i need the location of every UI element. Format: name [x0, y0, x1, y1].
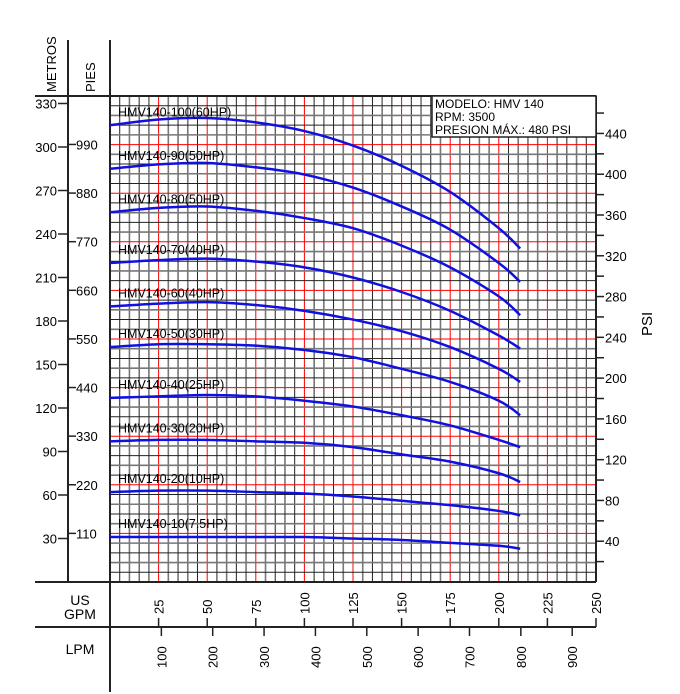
metros-axis-label: METROS	[44, 36, 59, 92]
psi-tick-label: 40	[605, 534, 619, 549]
feet-tick-label: 330	[76, 429, 98, 444]
curve-label: HMV140-10(7.5HP)	[118, 517, 228, 531]
psi-tick-label: 240	[605, 330, 627, 345]
meter-tick-label: 150	[35, 358, 57, 373]
info-box-line: PRESION MÁX.: 480 PSI	[435, 122, 571, 137]
meter-tick-label: 30	[43, 532, 57, 547]
meter-tick-label: 90	[43, 445, 57, 460]
pump-curve-line	[110, 535, 521, 550]
psi-tick-label: 200	[605, 371, 627, 386]
pump-curve-line	[109, 116, 522, 250]
psi-tick-label: 80	[605, 493, 619, 508]
meter-tick-label: 240	[35, 227, 57, 242]
meter-tick-label: 60	[43, 488, 57, 503]
lpm-tick-label: 400	[308, 646, 323, 668]
psi-tick-label: 120	[605, 453, 627, 468]
lpm-tick-label: 900	[565, 646, 580, 668]
psi-tick-label: 440	[605, 126, 627, 141]
curve-label: HMV140-90(50HP)	[118, 149, 224, 163]
pump-curve-line	[109, 161, 522, 283]
meter-tick-label: 300	[35, 140, 57, 155]
gpm-tick-label: 225	[540, 592, 555, 614]
gpm-tick-label: 75	[249, 600, 264, 614]
feet-tick-label: 550	[76, 332, 98, 347]
pump-curve-line	[109, 342, 521, 417]
gpm-tick-label: 250	[589, 592, 604, 614]
lpm-tick-label: 800	[514, 646, 529, 668]
info-box	[431, 95, 597, 138]
lpm-tick-label: 600	[411, 646, 426, 668]
feet-tick-label: 880	[76, 186, 98, 201]
feet-tick-label: 440	[76, 381, 98, 396]
meter-tick-label: 120	[35, 401, 57, 416]
gpm-tick-label: 200	[492, 592, 507, 614]
feet-tick-label: 990	[76, 137, 98, 152]
meter-tick-label: 270	[35, 184, 57, 199]
gpm-axis-label-gpm: GPM	[64, 606, 96, 622]
lpm-tick-label: 300	[257, 646, 272, 668]
curve-label: HMV140-50(30HP)	[118, 327, 224, 341]
psi-tick-label: 280	[605, 290, 627, 305]
pump-curve-line	[109, 393, 521, 449]
feet-tick-label: 220	[76, 478, 98, 493]
pump-curve-line	[109, 438, 521, 484]
gpm-tick-label: 125	[346, 592, 361, 614]
gpm-axis-label-us: US	[70, 592, 89, 608]
psi-tick-label: 360	[605, 208, 627, 223]
pump-curve-line	[109, 489, 521, 517]
gpm-tick-label: 100	[297, 592, 312, 614]
curve-label: HMV140-100(60HP)	[118, 105, 231, 119]
pump-curve-line	[109, 257, 521, 350]
gpm-tick-label: 50	[200, 600, 215, 614]
lpm-axis-label: LPM	[66, 641, 95, 657]
gpm-tick-label: 25	[152, 600, 167, 614]
curve-label: HMV140-40(25HP)	[118, 378, 224, 392]
meter-tick-label: 330	[35, 97, 57, 112]
lpm-tick-label: 200	[206, 646, 221, 668]
curve-label: HMV140-30(20HP)	[118, 421, 224, 435]
psi-tick-label: 320	[605, 249, 627, 264]
lpm-tick-label: 100	[154, 646, 169, 668]
pies-axis-label: PIES	[83, 62, 98, 92]
curve-label: HMV140-20(10HP)	[118, 472, 224, 486]
psi-axis-label: PSI	[639, 312, 656, 336]
curve-label: HMV140-80(50HP)	[118, 192, 224, 206]
psi-tick-label: 160	[605, 412, 627, 427]
info-box-line: MODELO: HMV 140	[435, 97, 544, 111]
feet-tick-label: 660	[76, 283, 98, 298]
gpm-tick-label: 150	[395, 592, 410, 614]
meter-tick-label: 180	[35, 314, 57, 329]
lpm-tick-label: 500	[360, 646, 375, 668]
gpm-tick-label: 175	[443, 592, 458, 614]
pump-curve-line	[109, 300, 521, 383]
info-box-line: RPM: 3500	[435, 110, 495, 124]
pump-curve-line	[109, 205, 522, 317]
lpm-tick-label: 700	[462, 646, 477, 668]
curve-label: HMV140-70(40HP)	[118, 243, 224, 257]
feet-tick-label: 110	[76, 526, 97, 541]
feet-tick-label: 770	[76, 235, 98, 250]
curve-label: HMV140-60(40HP)	[118, 287, 224, 301]
meter-tick-label: 210	[35, 271, 57, 286]
psi-tick-label: 400	[605, 167, 627, 182]
